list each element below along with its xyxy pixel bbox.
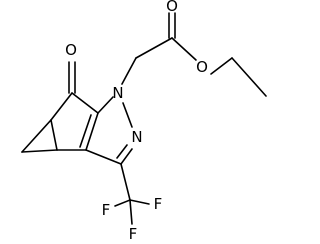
bond-cf3-f-bottom bbox=[129, 199, 133, 225]
atom-label-fluorine-left: F bbox=[102, 201, 111, 219]
bond-c3-c3a bbox=[85, 149, 122, 165]
bond-cyclopropyl-fused bbox=[50, 119, 58, 151]
bond-n1-ch2 bbox=[121, 57, 137, 85]
bonds bbox=[21, 12, 267, 225]
atom-labels: O N N O O F F F bbox=[65, 0, 208, 243]
atom-label-ester-carbonyl-oxygen: O bbox=[166, 0, 178, 15]
atom-label-ester-ether-oxygen: O bbox=[196, 58, 208, 76]
atom-label-ring-nitrogen-1: N bbox=[112, 84, 123, 102]
bond-carbonyl-to-cyclopropyl bbox=[50, 92, 73, 121]
bond-cyclopropyl-top bbox=[21, 119, 52, 153]
atom-label-ketone-oxygen: O bbox=[65, 41, 77, 59]
bond-n2-c3-1 bbox=[120, 148, 133, 165]
molecule-diagram: O N N O O F F F bbox=[21, 0, 267, 243]
atom-label-fluorine-top: F bbox=[154, 195, 163, 213]
bond-ch2-ch3 bbox=[231, 57, 267, 97]
bond-c7a-n1 bbox=[97, 96, 114, 114]
bond-cf3-f-left bbox=[114, 199, 131, 207]
bond-ch2-ester-c bbox=[135, 37, 173, 59]
bond-ester-c-o bbox=[171, 37, 197, 61]
bond-cyclopropyl-bottom bbox=[21, 149, 58, 153]
bond-c7a-c3a-1 bbox=[85, 112, 99, 151]
bond-c3-cf3 bbox=[120, 163, 131, 201]
bond-n2-c3-2 bbox=[116, 144, 128, 159]
bond-o-ch2 bbox=[210, 57, 233, 75]
bond-n1-n2 bbox=[122, 102, 133, 128]
atom-label-fluorine-bottom: F bbox=[129, 225, 138, 243]
bond-cf3-f-top bbox=[129, 199, 150, 205]
atom-label-ring-nitrogen-2: N bbox=[131, 128, 142, 146]
bond-carbonyl-to-c7a bbox=[71, 92, 99, 114]
bond-c7a-c3a-2 bbox=[79, 114, 92, 148]
